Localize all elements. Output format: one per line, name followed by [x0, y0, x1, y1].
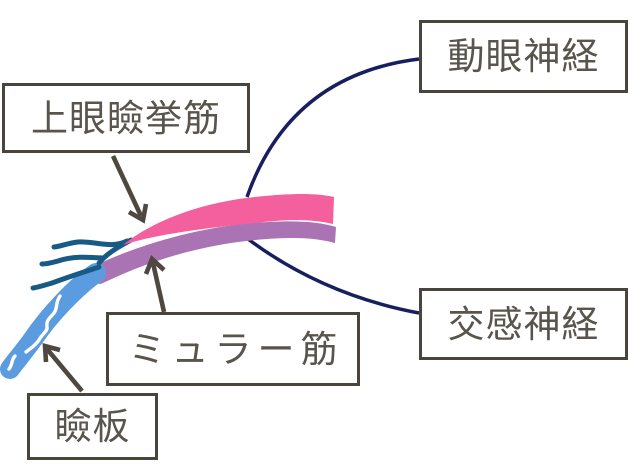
label-box-muller-muscle: ミュラー筋 — [106, 312, 360, 386]
arrowhead — [42, 342, 61, 363]
arrow-shaft — [150, 262, 167, 313]
label-box-oculomotor-nerve: 動眼神経 — [419, 20, 628, 93]
nerve-branch-top — [51, 238, 130, 250]
arrow-to-muller — [143, 255, 167, 313]
label-text-sympathetic-nerve: 交感神経 — [447, 303, 600, 345]
tarsal-plate-band — [0, 263, 106, 379]
label-box-tarsal-plate: 瞼板 — [27, 393, 158, 460]
nerve-branch-bottom — [30, 264, 102, 291]
label-text-tarsal-plate: 瞼板 — [54, 406, 131, 447]
arrow-to-levator — [110, 155, 149, 224]
arrowhead — [127, 203, 149, 224]
label-text-oculomotor-nerve: 動眼神経 — [447, 36, 600, 77]
label-text-levator-muscle: 上眼瞼挙筋 — [31, 97, 221, 139]
arrow-shaft — [110, 155, 144, 217]
label-text-muller-muscle: ミュラー筋 — [128, 328, 344, 370]
connector-curve-sympathetic-nerve — [246, 237, 420, 315]
nerve-branch-middle — [39, 254, 106, 267]
arrow-to-tarsal — [42, 342, 84, 393]
arrowhead — [143, 255, 166, 275]
tarsal-plate-squiggle — [24, 294, 62, 354]
label-box-sympathetic-nerve: 交感神経 — [419, 288, 628, 360]
levator-muscle-band — [123, 194, 334, 245]
muller-muscle-band — [91, 221, 336, 284]
label-box-levator-muscle: 上眼瞼挙筋 — [2, 83, 250, 153]
tarsal-plate-squiggle-tip — [7, 354, 17, 371]
arrow-shaft — [45, 347, 84, 393]
connector-curve-oculomotor-nerve — [245, 57, 420, 198]
